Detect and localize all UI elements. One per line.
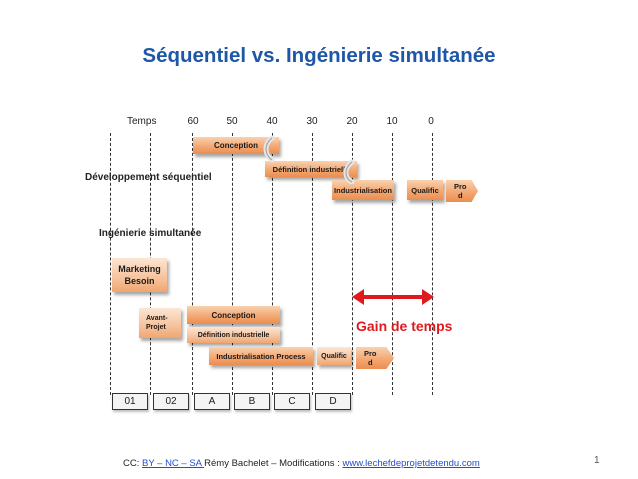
marketing-need-box: Marketing Besoin [112,258,167,292]
sim-qualific-bar: Qualific [317,347,351,365]
time-tick: 20 [346,116,358,127]
double-arrow-icon [352,289,434,305]
footer-credits: CC: BY – NC – SA Rémy Bachelet – Modific… [123,458,480,469]
guide-line [352,133,353,395]
website-link[interactable]: www.lechefdeprojetdetendu.com [342,458,480,469]
phase-box: D [315,393,351,410]
guide-line [110,133,111,395]
sim-industrialisation-bar: Industrialisation Process [209,347,313,365]
time-tick: 40 [266,116,278,127]
seq-definition-bar: Définition industrielle [265,161,357,177]
time-gain-label: Gain de temps [356,318,453,334]
phase-box: 01 [112,393,148,410]
sim-definition-bar: Définition industrielle [187,327,280,343]
phase-box: B [234,393,270,410]
footer-prefix: CC: [123,458,142,469]
time-tick: 60 [187,116,199,127]
license-link[interactable]: BY – NC – SA [142,458,205,469]
sequential-label: Développement séquentiel [85,172,212,183]
phase-box: C [274,393,310,410]
time-tick: 0 [428,116,434,127]
page-number: 1 [594,455,600,466]
time-tick: 30 [306,116,318,127]
phase-box: 02 [153,393,189,410]
time-tick: 50 [226,116,238,127]
guide-line [392,133,393,395]
slide-title: Séquentiel vs. Ingénierie simultanée [142,44,496,67]
sim-conception-bar: Conception [187,306,280,324]
guide-line [272,133,273,395]
guide-line [192,133,193,395]
seq-conception-bar: Conception [193,137,279,154]
seq-prod-arrow: Pro d [446,180,478,202]
seq-qualific-bar: Qualific [407,180,443,200]
phase-box: A [194,393,230,410]
handoff-arrows [263,135,355,184]
time-axis-label: Temps [127,116,157,127]
time-tick: 10 [386,116,398,127]
guide-line [232,133,233,395]
footer-author: Rémy Bachelet – Modifications : [204,458,343,469]
guide-line [312,133,313,395]
concurrent-label: Ingénierie simultanée [99,228,202,239]
avant-projet-box: Avant- Projet [139,308,181,338]
guide-line [432,133,433,395]
sim-prod-arrow: Pro d [356,347,394,369]
seq-industrialisation-bar: Industrialisation [332,180,394,200]
